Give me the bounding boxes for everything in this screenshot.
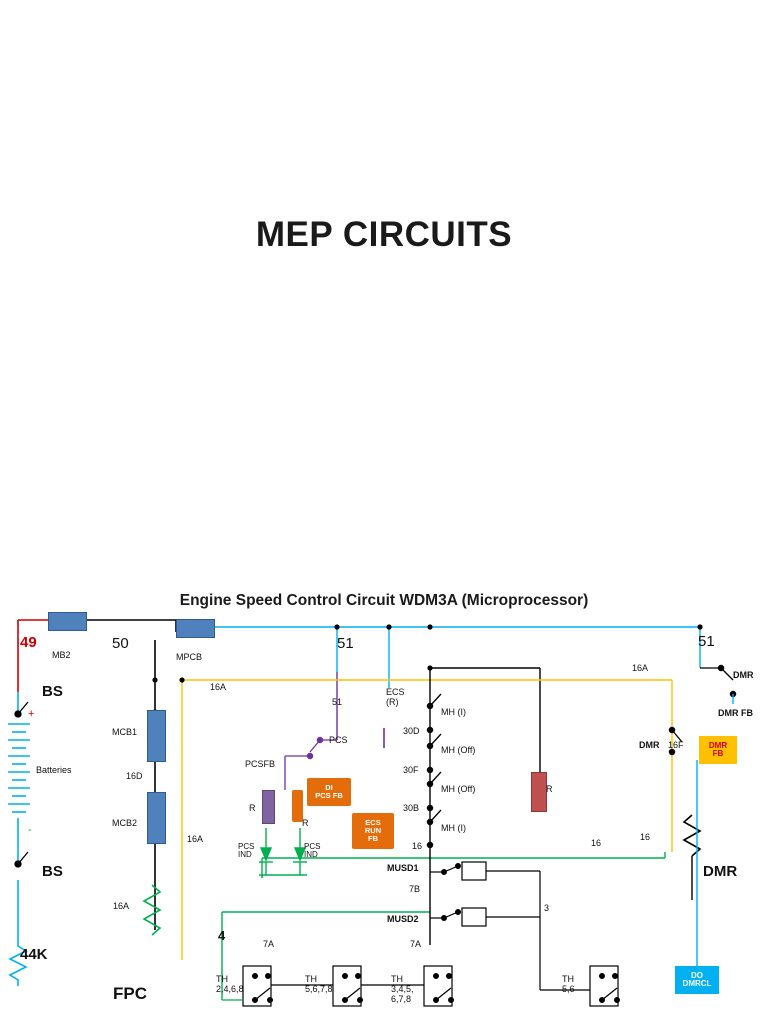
- label-44k: 44K: [20, 946, 48, 963]
- label-batteries: Batteries: [36, 765, 72, 775]
- label-bs-top: BS: [42, 683, 63, 700]
- label-r-right: R: [302, 818, 309, 828]
- label-dmr-fb: DMR FB: [718, 708, 753, 718]
- label-ecs-r: ECS(R): [386, 687, 405, 707]
- label-16a-left1: 16A: [187, 834, 204, 844]
- label-3: 3: [544, 903, 550, 913]
- label-mb2: MB2: [52, 650, 71, 660]
- label-mcb2: MCB2: [112, 818, 138, 828]
- label-16a-upper: 16A: [210, 682, 227, 692]
- label-51-ecs: 51: [332, 697, 343, 707]
- label-16f: 16F: [668, 740, 684, 750]
- label-musd1: MUSD1: [387, 863, 419, 873]
- label-7a-right: 7A: [410, 939, 422, 949]
- label-7b: 7B: [409, 884, 421, 894]
- label-51-mid: 51: [337, 635, 354, 652]
- label-16a-right: 16A: [632, 663, 649, 673]
- label-mh-off-2: MH (Off): [441, 784, 476, 794]
- label-mcb1: MCB1: [112, 727, 138, 737]
- label-16-right: 16: [640, 832, 651, 842]
- label-dmr-big: DMR: [703, 863, 738, 880]
- label-fpc: FPC: [113, 984, 147, 1003]
- label-pcsfb: PCSFB: [245, 759, 276, 769]
- label-r-big: R: [546, 784, 553, 794]
- label-mh-off-1: MH (Off): [441, 745, 476, 755]
- pcsfb-resistor-right: [292, 790, 303, 822]
- label-minus: -: [28, 824, 32, 836]
- diagram-title: Engine Speed Control Circuit WDM3A (Micr…: [179, 592, 589, 609]
- resistor-r: [531, 772, 547, 812]
- label-30b: 30B: [403, 803, 420, 813]
- label-r-left: R: [249, 803, 256, 813]
- label-50: 50: [112, 635, 129, 652]
- label-16a-left2: 16A: [113, 901, 130, 911]
- label-30f: 30F: [403, 765, 419, 775]
- label-4: 4: [218, 928, 226, 943]
- label-7a-left: 7A: [263, 939, 275, 949]
- label-49: 49: [20, 634, 37, 651]
- label-16-left: 16: [412, 841, 423, 851]
- label-mh-i-2: MH (I): [441, 823, 466, 833]
- mpcb-breaker: [176, 619, 215, 638]
- mb2-breaker: [48, 612, 87, 631]
- label-51-right: 51: [698, 633, 715, 650]
- pcsfb-resistor-left: [262, 790, 275, 824]
- label-16d: 16D: [126, 771, 143, 781]
- label-bs-bottom: BS: [42, 863, 63, 880]
- label-plus: +: [28, 708, 35, 720]
- label-dmr-top: DMR: [733, 670, 754, 680]
- label-dmr-mid: DMR: [639, 740, 660, 750]
- label-16-midright: 16: [591, 838, 602, 848]
- label-mpcb: MPCB: [176, 652, 203, 662]
- label-mh-i-1: MH (I): [441, 707, 466, 717]
- label-pcs: PCS: [329, 735, 348, 745]
- page-title: MEP CIRCUITS: [255, 215, 513, 254]
- mcb1-breaker: [147, 710, 166, 762]
- label-30d: 30D: [403, 726, 420, 736]
- mcb2-breaker: [147, 792, 166, 844]
- label-musd2: MUSD2: [387, 914, 419, 924]
